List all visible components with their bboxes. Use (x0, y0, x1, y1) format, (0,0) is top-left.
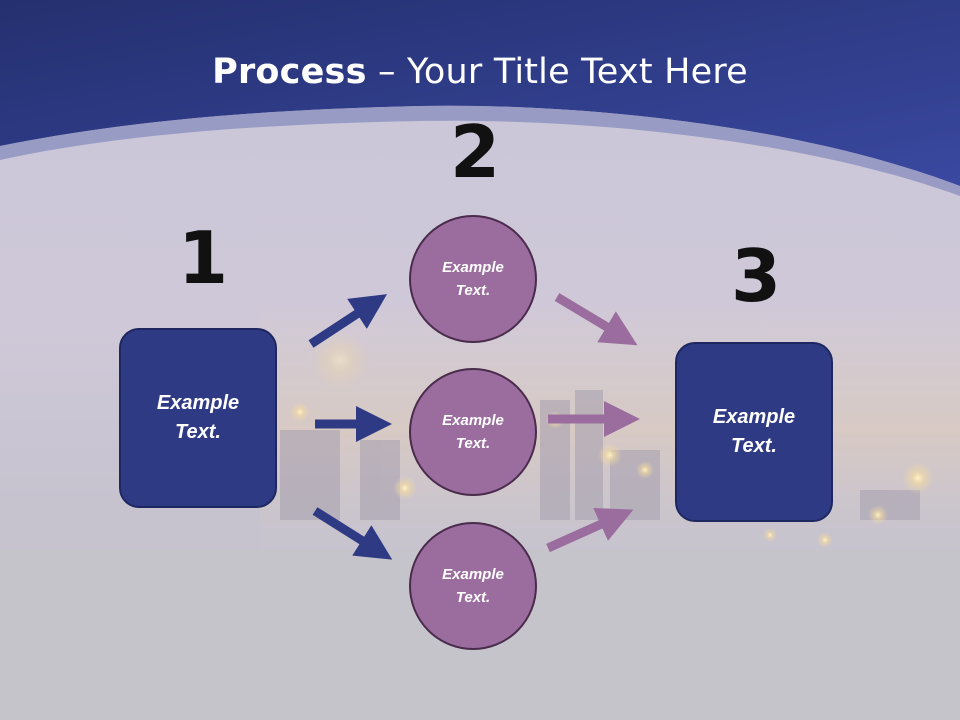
circle-bottom-text: Example Text. (442, 566, 504, 606)
slide-title-bold: Process (212, 52, 367, 92)
step2-circle-middle: Example Text. (409, 368, 537, 496)
step3-box: Example Text. (675, 342, 833, 522)
arrow-top-to-right (554, 293, 638, 346)
step1-box: Example Text. (119, 328, 277, 508)
slide-title: Process – Your Title Text Here (0, 52, 960, 92)
step2-circle-bottom: Example Text. (409, 522, 537, 650)
step-number-3: 3 (731, 234, 782, 318)
slide-title-rest: – Your Title Text Here (366, 52, 748, 92)
arrow-bottom-to-right (546, 507, 634, 553)
circle-top-text: Example Text. (442, 259, 504, 299)
step1-box-text: Example Text. (156, 392, 240, 443)
circle-middle-text: Example Text. (442, 412, 504, 452)
arrow-left-to-bottom (312, 507, 393, 560)
step3-box-text: Example Text. (712, 406, 796, 457)
step-number-2: 2 (450, 110, 501, 194)
arrow-left-to-top (308, 294, 388, 348)
step-number-1: 1 (178, 216, 229, 300)
step2-circle-top: Example Text. (409, 215, 537, 343)
